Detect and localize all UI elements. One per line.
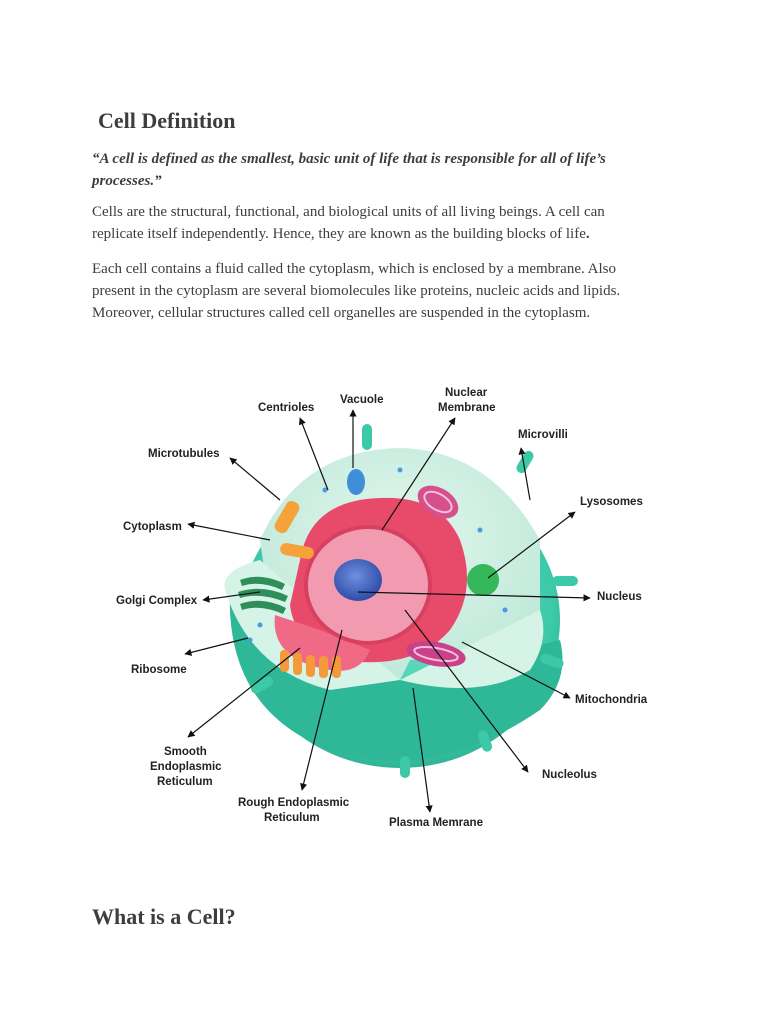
label-nucleus: Nucleus (597, 591, 642, 603)
label-nuclear-membrane-line2: Membrane (438, 402, 496, 414)
label-centrioles: Centrioles (258, 402, 314, 414)
microvilli-bumps (250, 424, 578, 778)
paragraph-cells-units: Cells are the structural, functional, an… (92, 201, 652, 245)
vacuole-body (347, 469, 365, 495)
lysosome-body (467, 564, 499, 596)
label-nucleolus: Nucleolus (542, 769, 597, 781)
label-lysosomes: Lysosomes (580, 496, 643, 508)
section-heading-what-is-a-cell: What is a Cell? (92, 904, 236, 929)
cell-diagram: Centrioles Vacuole Nuclear Membrane Micr… (116, 387, 648, 829)
ribosome-dots (247, 467, 508, 643)
label-microtubules: Microtubules (148, 448, 220, 460)
label-microvilli: Microvilli (518, 429, 568, 441)
label-plasma-membrane: Plasma Memrane (389, 817, 483, 829)
paragraph-cells-units-end: . (585, 226, 590, 242)
label-smooth-er-line2: Endoplasmic (150, 761, 222, 773)
label-smooth-er-line3: Reticulum (157, 776, 213, 788)
label-ribosome: Ribosome (131, 664, 187, 676)
label-vacuole: Vacuole (340, 394, 383, 406)
label-smooth-er-line1: Smooth (164, 746, 207, 758)
nucleus-body (304, 525, 432, 645)
centriole-bodies (274, 500, 314, 559)
label-rough-er-line2: Reticulum (264, 812, 320, 824)
label-rough-er-line1: Rough Endoplasmic (238, 797, 350, 809)
leader-lines (184, 409, 591, 813)
label-nuclear-membrane-line1: Nuclear (445, 387, 488, 399)
smooth-er (280, 650, 341, 678)
definition-quote: “A cell is defined as the smallest, basi… (92, 151, 606, 189)
mitochondria-bodies (406, 485, 466, 667)
paragraph-cells-units-text: Cells are the structural, functional, an… (92, 204, 605, 242)
label-mitochondria: Mitochondria (575, 694, 648, 706)
page-heading: Cell Definition (98, 108, 236, 133)
label-golgi-complex: Golgi Complex (116, 595, 198, 607)
golgi (238, 576, 288, 614)
paragraph-cytoplasm: Each cell contains a fluid called the cy… (92, 261, 621, 321)
label-cytoplasm: Cytoplasm (123, 521, 182, 533)
